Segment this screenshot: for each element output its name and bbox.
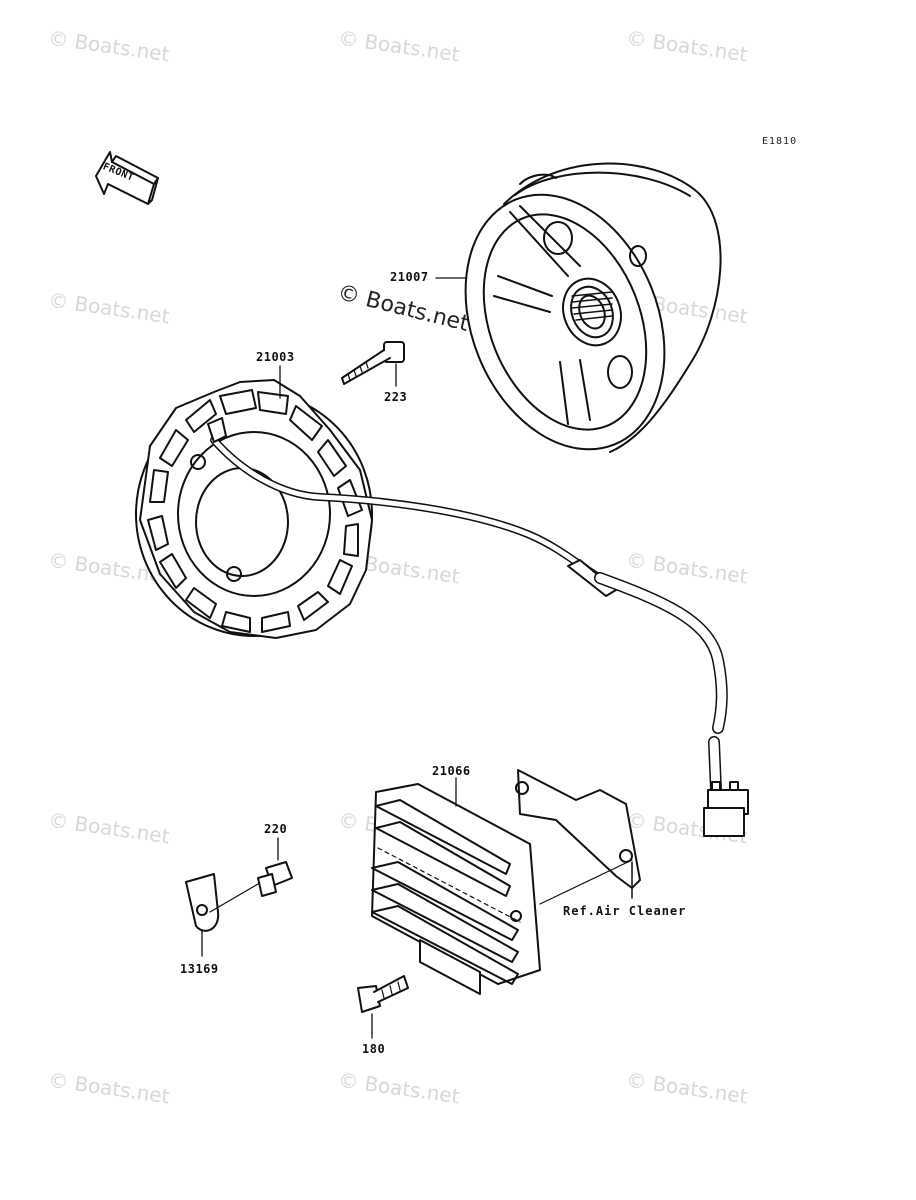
bolt-180: [357, 975, 409, 1013]
air-cleaner-bracket: [515, 769, 641, 905]
rotor-part: [464, 162, 722, 453]
stator-part: [135, 379, 604, 639]
diagram-code: E1810: [762, 136, 798, 147]
part-label-180[interactable]: 180: [362, 1042, 386, 1056]
part-label-21007[interactable]: 21007: [390, 270, 429, 284]
leader-lines: [201, 277, 467, 1039]
bolt-220: [257, 861, 293, 897]
wire-harness: [567, 559, 749, 837]
part-label-13169[interactable]: 13169: [180, 962, 219, 976]
part-label-223[interactable]: 223: [384, 390, 408, 404]
part-label-21066[interactable]: 21066: [432, 764, 471, 778]
regulator-part: [371, 783, 541, 995]
reference-air-cleaner: Ref.Air Cleaner: [563, 904, 687, 918]
stay-13169: [185, 873, 259, 932]
front-arrow-icon: [95, 151, 159, 205]
bolt-223: [341, 341, 405, 385]
part-label-21003[interactable]: 21003: [256, 350, 295, 364]
part-label-220[interactable]: 220: [264, 822, 288, 836]
